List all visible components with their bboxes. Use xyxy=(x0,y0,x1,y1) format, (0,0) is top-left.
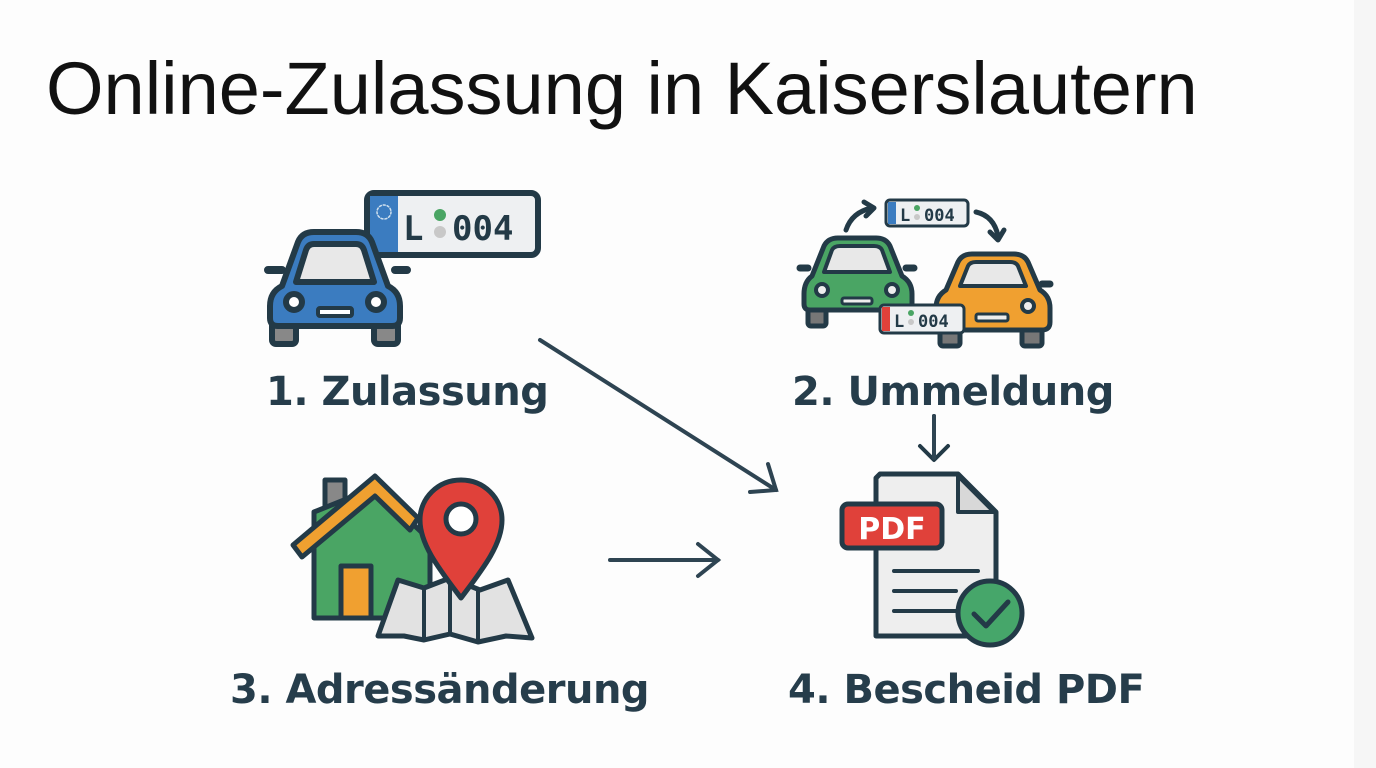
arrow-step1-to-step4 xyxy=(538,338,778,492)
step-4-label: 4. Bescheid PDF xyxy=(788,667,1145,713)
svg-text:L: L xyxy=(894,312,904,332)
page-edge xyxy=(1354,0,1376,768)
svg-text:L: L xyxy=(403,209,423,249)
step-2-label: 2. Ummeldung xyxy=(792,369,1114,415)
flow-arrows xyxy=(538,338,936,578)
page-title: Online-Zulassung in Kaiserslautern xyxy=(46,47,1198,130)
house-map-pin-icon xyxy=(290,473,535,645)
cars-plate-transfer-icon: L 004 L 004 xyxy=(796,198,1054,349)
svg-text:L: L xyxy=(900,206,910,226)
svg-text:004: 004 xyxy=(452,209,513,249)
car-with-license-plate-icon: L 004 xyxy=(264,190,541,347)
svg-text:004: 004 xyxy=(918,312,949,332)
step-1-label: 1. Zulassung xyxy=(266,369,549,415)
svg-text:PDF: PDF xyxy=(858,512,925,547)
svg-text:004: 004 xyxy=(924,206,955,226)
step-3-label: 3. Adressänderung xyxy=(230,667,650,713)
